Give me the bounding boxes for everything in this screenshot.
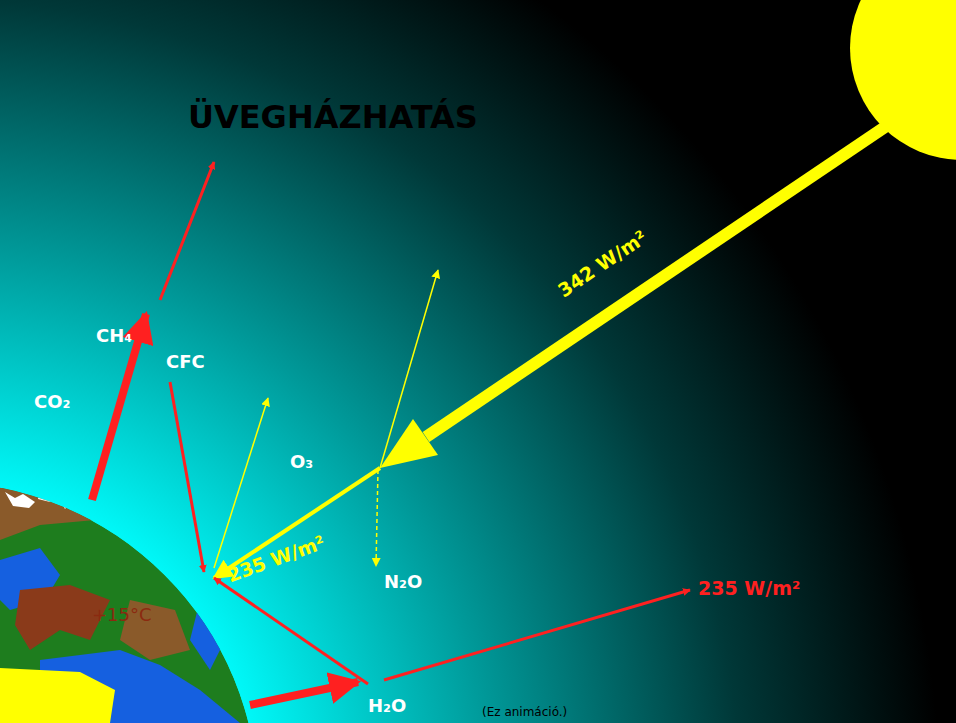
absorbed-dashed [376, 470, 378, 566]
gas-label: O₃ [290, 452, 313, 472]
gas-label: CFC [166, 352, 205, 372]
infrared-escape [160, 162, 214, 300]
infrared-up [92, 314, 146, 500]
gas-label: H₂O [368, 696, 406, 716]
infrared-up [250, 682, 358, 705]
temperature-label: +15°C [92, 605, 152, 625]
gas-label: N₂O [384, 572, 422, 592]
incoming-radiation [426, 100, 925, 437]
reflected-radiation [380, 270, 438, 468]
flux-value: 235 W/m² [698, 578, 800, 599]
title: ÜVEGHÁZHATÁS [188, 100, 478, 135]
back-radiation [214, 578, 368, 684]
earth [0, 482, 258, 723]
note: (Ez animáció.) [482, 706, 567, 719]
gas-label: CH₄ [96, 326, 132, 346]
back-radiation [170, 382, 204, 572]
arrowhead [380, 419, 438, 468]
reflected-radiation [214, 398, 268, 568]
outgoing-radiation [384, 590, 690, 680]
gas-label: CO₂ [34, 392, 70, 412]
